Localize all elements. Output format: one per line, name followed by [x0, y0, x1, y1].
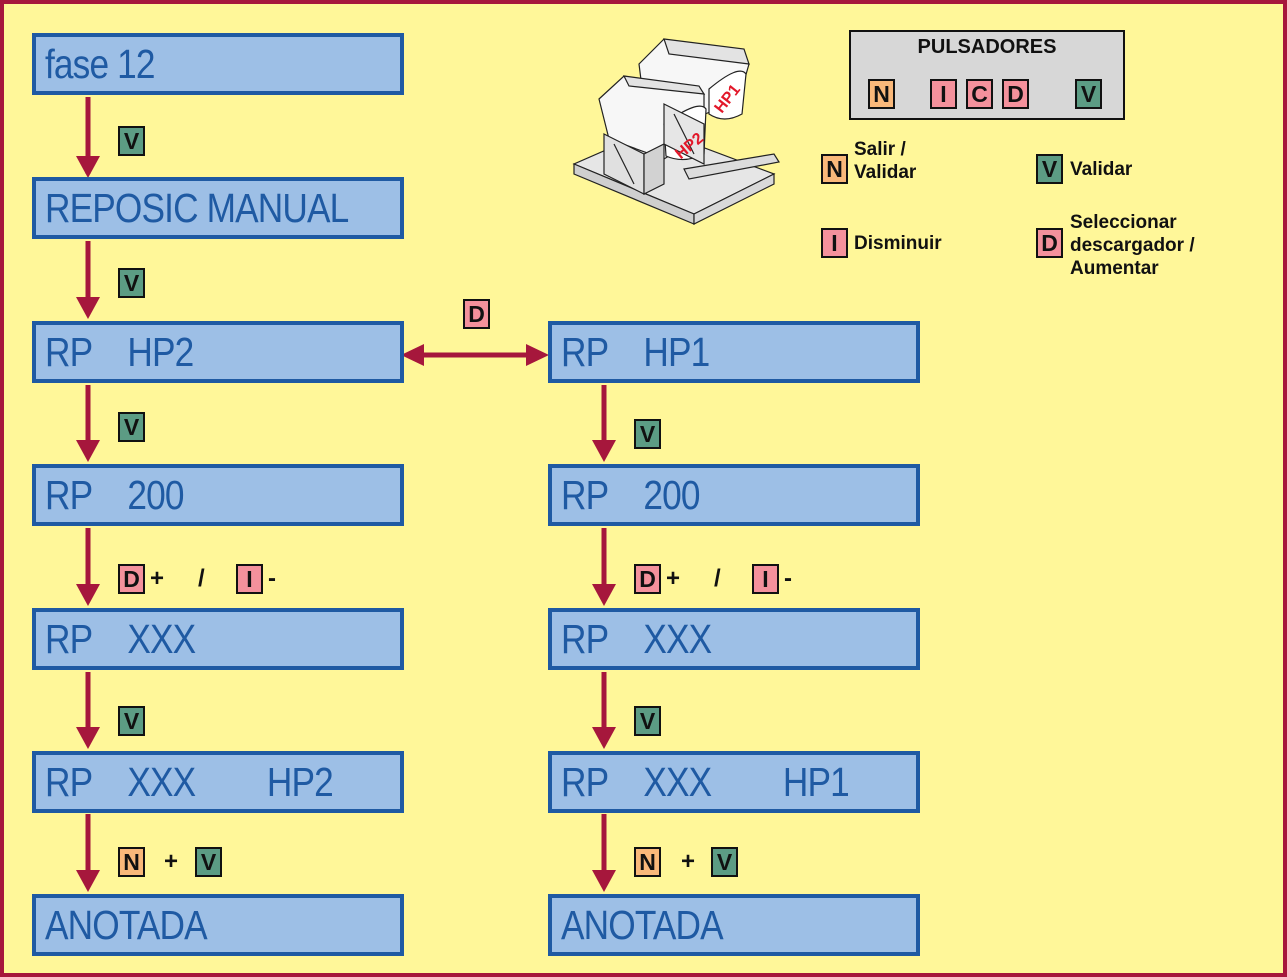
legend-disminuir: Disminuir [854, 233, 942, 254]
legend-seleccionar: Seleccionar descargador / Aumentar [1070, 212, 1195, 279]
legend-key-n: N [821, 154, 848, 184]
key-n: N [118, 847, 145, 877]
minus-sign: - [784, 565, 792, 592]
slash-sign: / [198, 565, 205, 592]
key-v: V [634, 419, 661, 449]
screen-rp-xxx-hp1: RP XXX HP1 [548, 751, 920, 813]
pulsadores-title: PULSADORES [917, 36, 1057, 58]
key-i: I [752, 564, 779, 594]
key-i: I [930, 79, 957, 109]
key-i: I [236, 564, 263, 594]
key-d: D [1002, 79, 1029, 109]
key-v: V [118, 706, 145, 736]
key-v: V [118, 126, 145, 156]
plus-sign: + [681, 848, 696, 875]
screen-rp-xxx-left: RP XXX [32, 608, 404, 670]
legend-key-v: V [1036, 154, 1063, 184]
legend-validar: Validar [1070, 159, 1133, 180]
pulsadores-legend-box: PULSADORES N I C D V [849, 30, 1125, 120]
key-v: V [1075, 79, 1102, 109]
screen-anotada-right: ANOTADA [548, 894, 920, 956]
screen-rp-hp2: RP HP2 [32, 321, 404, 383]
key-v: V [195, 847, 222, 877]
screen-rp-xxx-hp2: RP XXX HP2 [32, 751, 404, 813]
screen-rp-hp1: RP HP1 [548, 321, 920, 383]
key-n: N [634, 847, 661, 877]
minus-sign: - [268, 565, 276, 592]
slash-sign: / [714, 565, 721, 592]
key-c: C [966, 79, 993, 109]
screen-rp-xxx-right: RP XXX [548, 608, 920, 670]
screen-rp-200-left: RP 200 [32, 464, 404, 526]
legend-key-d: D [1036, 228, 1063, 258]
key-n: N [868, 79, 895, 109]
plus-sign: + [666, 565, 681, 592]
legend-salir-validar: Salir / Validar [854, 139, 917, 183]
key-d: D [634, 564, 661, 594]
key-v: V [711, 847, 738, 877]
screen-fase: fase 12 [32, 33, 404, 95]
flow-arrows [76, 97, 616, 892]
key-d: D [118, 564, 145, 594]
legend-key-i: I [821, 228, 848, 258]
plus-sign: + [164, 848, 179, 875]
screen-anotada-left: ANOTADA [32, 894, 404, 956]
screen-reposic-manual: REPOSIC MANUAL [32, 177, 404, 239]
key-v: V [118, 268, 145, 298]
plus-sign: + [150, 565, 165, 592]
key-v: V [118, 412, 145, 442]
key-v: V [634, 706, 661, 736]
screen-rp-200-right: RP 200 [548, 464, 920, 526]
key-d: D [463, 299, 490, 329]
